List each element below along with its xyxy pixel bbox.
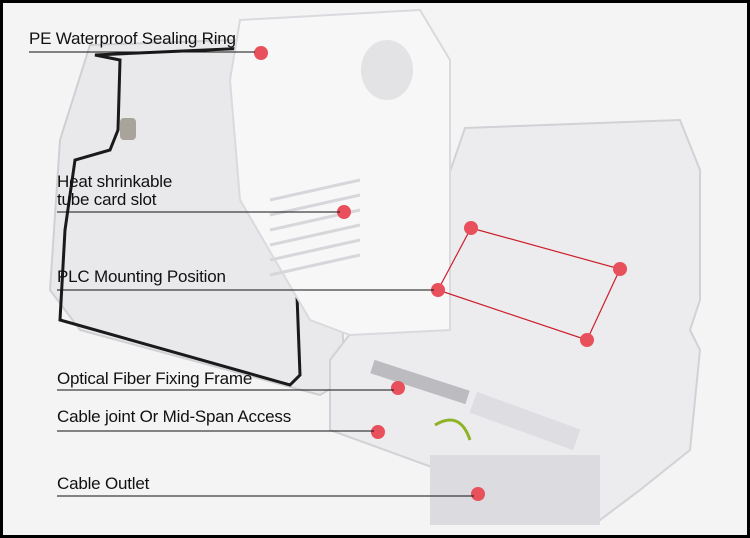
ground-wire: [434, 418, 472, 441]
base-body: [329, 118, 702, 521]
label-heat-shrink-line1: Heat shrinkable: [57, 172, 173, 191]
marker-dot: [391, 381, 405, 395]
marker-dot: [613, 262, 627, 276]
fiber-fixing-frame: [370, 359, 470, 405]
marker-dot: [471, 487, 485, 501]
cable-outlet-block: [430, 455, 600, 525]
label-heat-shrink-line2: tube card slot: [57, 190, 157, 209]
tray-hole: [361, 40, 413, 100]
lid-bolt: [120, 118, 136, 140]
marker-dot: [371, 425, 385, 439]
label-plc-mount: PLC Mounting Position: [57, 267, 226, 286]
label-fiber-frame: Optical Fiber Fixing Frame: [57, 369, 253, 388]
marker-dot: [337, 205, 351, 219]
diagram-canvas: PE Waterproof Sealing Ring Heat shrinkab…: [3, 3, 747, 535]
ground-terminal-strip: [469, 391, 581, 451]
label-cable-outlet: Cable Outlet: [57, 474, 150, 493]
marker-dot: [254, 46, 268, 60]
label-sealing-ring: PE Waterproof Sealing Ring: [29, 29, 236, 48]
marker-dot: [464, 221, 478, 235]
product-illustration: [29, 8, 702, 525]
markers: [254, 46, 627, 501]
label-cable-joint: Cable joint Or Mid-Span Access: [57, 407, 291, 426]
leader-lines: [29, 51, 474, 497]
marker-dot: [580, 333, 594, 347]
marker-dot: [431, 283, 445, 297]
